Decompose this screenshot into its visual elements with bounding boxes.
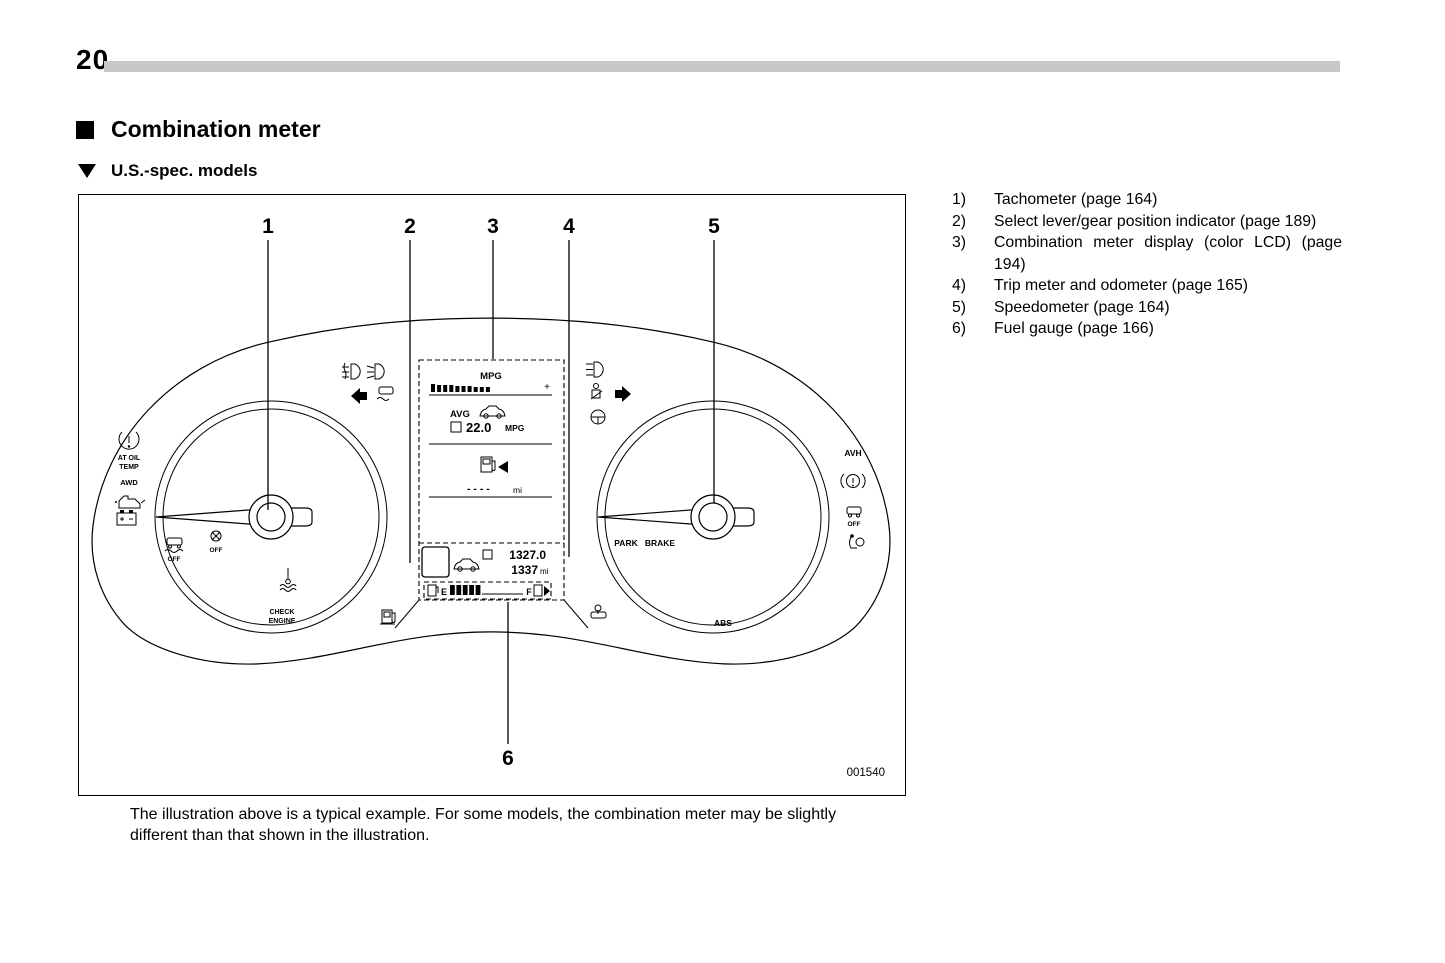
lcd-avg-value: 22.0	[466, 420, 491, 435]
check-engine-label-1: CHECK	[270, 609, 295, 616]
fuel-f-label: F	[526, 587, 532, 597]
park-label: PARK	[614, 538, 638, 548]
speedometer-gauge	[596, 400, 830, 634]
lcd-range-value: - - - -	[467, 483, 490, 495]
legend-item-5: 5) Speedometer (page 164)	[952, 297, 1342, 319]
lcd-plus-label: +	[544, 382, 550, 393]
coolant-temp-icon	[279, 568, 297, 592]
traction-off-label: OFF	[210, 547, 223, 554]
engine-off-label: OFF	[848, 521, 861, 528]
legend-item-3: 3) Combination meter display (color LCD)…	[952, 232, 1342, 275]
trip-car-icon	[453, 558, 480, 572]
legend-item-number: 4)	[952, 277, 967, 294]
avg-mode-icon	[450, 421, 462, 433]
brake-warning-icon	[840, 473, 866, 489]
lcd-range-unit: mi	[513, 485, 522, 495]
engine-off-icon: OFF	[846, 506, 862, 528]
legend-item-1: 1) Tachometer (page 164)	[952, 189, 1342, 211]
check-engine-label-2: ENGINE	[269, 618, 296, 625]
avh-label: AVH	[844, 448, 861, 458]
high-beam-icon	[586, 361, 604, 378]
console-flare-left	[394, 599, 420, 629]
at-oil-temp-label-1: AT OIL	[118, 455, 141, 462]
header-rule	[104, 61, 1340, 72]
turn-signal-right-icon	[615, 386, 631, 402]
callout-5: 5	[708, 215, 720, 238]
legend-item-text: Tachometer (page 164)	[994, 191, 1158, 208]
legend-item-4: 4) Trip meter and odometer (page 165)	[952, 275, 1342, 297]
gear-position-box	[421, 546, 450, 578]
page-number: 20	[76, 44, 110, 75]
fuel-pump-icon	[480, 456, 496, 473]
steering-warning-icon	[590, 409, 606, 425]
trip-mode-icon	[482, 549, 493, 560]
tachometer-gauge	[154, 400, 388, 634]
lcd-display: MPG + AVG 22.0 M	[418, 359, 565, 601]
legend-item-number: 6)	[952, 320, 967, 337]
traction-control-icon	[376, 386, 394, 401]
lcd-avg-label: AVG	[450, 409, 470, 420]
subsection-title: U.S.-spec. models	[111, 161, 258, 180]
lcd-odo-unit: mi	[540, 567, 549, 576]
at-oil-temp-label-2: TEMP	[119, 464, 139, 471]
subsection-heading: U.S.-spec. models	[78, 161, 257, 181]
legend-item-number: 5)	[952, 298, 967, 316]
vdc-off-label: OFF	[168, 556, 181, 563]
cluster-outline	[91, 317, 891, 665]
legend-item-text: Fuel gauge (page 166)	[994, 320, 1154, 337]
legend-item-number: 1)	[952, 191, 967, 208]
mpg-bar-graph	[431, 384, 490, 392]
avg-car-icon	[479, 405, 506, 419]
traction-off-icon: OFF	[210, 530, 223, 554]
lcd-avg-unit: MPG	[505, 423, 525, 433]
console-flare-right	[563, 599, 589, 629]
callout-4: 4	[563, 215, 575, 238]
legend-item-text: Trip meter and odometer (page 165)	[994, 277, 1249, 294]
legend-item-text: Select lever/gear position indicator (pa…	[994, 212, 1317, 230]
seatbelt-icon	[590, 383, 603, 400]
fuel-gauge-pump-left-icon	[427, 584, 439, 597]
battery-icon	[116, 510, 137, 526]
low-fuel-icon	[380, 609, 396, 625]
fuel-gauge-pump-right-icon	[533, 584, 550, 597]
lcd-mpg-label: MPG	[480, 371, 502, 382]
fuel-e-label: E	[441, 587, 447, 597]
square-bullet-icon	[76, 120, 94, 139]
legend-item-text: Speedometer (page 164)	[994, 298, 1170, 316]
legend-item-number: 3)	[952, 234, 967, 251]
callout-1: 1	[262, 215, 274, 238]
callout-6: 6	[502, 747, 514, 770]
security-icon	[590, 604, 607, 619]
legend-item-number: 2)	[952, 212, 967, 230]
fog-light-icon	[342, 362, 361, 380]
headlight-icon	[366, 363, 385, 380]
callout-2: 2	[404, 215, 416, 238]
callout-lines	[267, 240, 715, 744]
oil-pressure-icon	[115, 495, 146, 509]
figure-code: 001540	[847, 767, 885, 779]
brake-label: BRAKE	[645, 538, 676, 548]
fuel-level-segments	[450, 585, 481, 595]
lcd-odo-value: 1337	[511, 563, 538, 577]
tpms-icon	[118, 431, 140, 450]
turn-signal-left-icon	[351, 388, 367, 404]
vdc-off-icon: OFF	[164, 537, 184, 563]
legend-item-text: Combination meter display (color LCD) (p…	[994, 234, 1342, 273]
legend-item-6: 6) Fuel gauge (page 166)	[952, 318, 1342, 340]
legend-item-2: 2) Select lever/gear position indicator …	[952, 211, 1342, 233]
callout-3: 3	[487, 215, 499, 238]
section-title: Combination meter	[111, 116, 321, 142]
filler-side-arrow-icon	[498, 461, 508, 473]
figure-combination-meter: MPG + AVG 22.0 M	[78, 194, 906, 796]
airbag-icon	[849, 534, 865, 549]
triangle-bullet-icon	[78, 164, 96, 178]
awd-label: AWD	[120, 478, 138, 487]
figure-caption: The illustration above is a typical exam…	[130, 806, 837, 844]
abs-label: ABS	[714, 618, 732, 628]
lcd-trip-value: 1327.0	[509, 548, 546, 562]
legend-list: 1) Tachometer (page 164) 2) Select lever…	[952, 189, 1342, 340]
section-heading: Combination meter	[76, 116, 321, 143]
combination-meter-diagram: MPG + AVG 22.0 M	[91, 215, 891, 779]
